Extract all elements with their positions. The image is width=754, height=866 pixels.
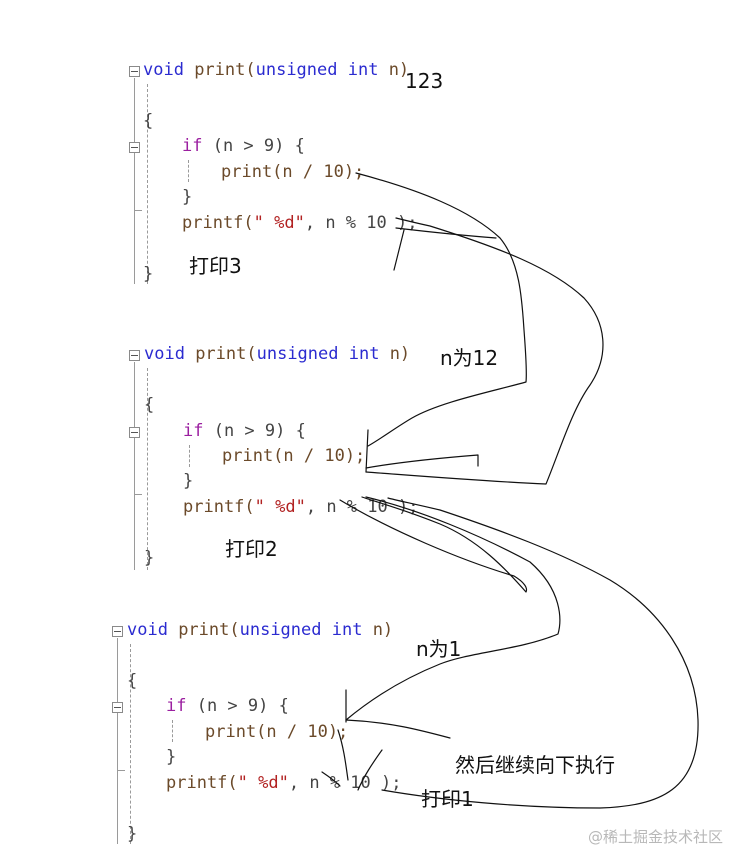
print-2-label: 打印2 — [225, 537, 278, 561]
if-condition: (n > 9) { — [186, 696, 289, 716]
printf-args: , n % 10 ); — [288, 773, 402, 793]
code-text: void print(unsigned int n) { if (n > 9) … — [143, 58, 417, 288]
fold-guide — [134, 78, 135, 284]
keyword-unsigned: unsigned — [256, 344, 339, 364]
fold-toggle-icon[interactable] — [129, 142, 140, 153]
function-name: print( — [184, 344, 257, 364]
brace-open: { — [127, 671, 138, 691]
result-label: 123 — [405, 69, 444, 93]
recursive-call: print(n / 10); — [222, 446, 366, 466]
fold-toggle-icon[interactable] — [112, 626, 123, 637]
keyword-int: int — [338, 344, 380, 364]
keyword-unsigned: unsigned — [255, 60, 338, 80]
indent-guide — [188, 160, 189, 182]
if-condition: (n > 9) { — [203, 421, 306, 441]
return-stroke — [365, 454, 479, 469]
fold-toggle-icon[interactable] — [129, 66, 140, 77]
parameter: n) — [378, 60, 410, 80]
indent-guide — [189, 445, 190, 467]
brace-close-inner: } — [183, 471, 194, 491]
tick-stroke — [321, 771, 341, 787]
brace-close: } — [144, 548, 155, 568]
format-string: " %d" — [254, 497, 306, 517]
fold-toggle-icon[interactable] — [129, 350, 140, 361]
if-condition: (n > 9) { — [202, 136, 305, 156]
keyword-if: if — [183, 421, 204, 441]
tick-stroke — [345, 719, 451, 739]
code-text: void print(unsigned int n) { if (n > 9) … — [127, 618, 401, 848]
keyword-int: int — [321, 620, 363, 640]
fold-guide — [134, 362, 135, 570]
printf-call: printf( — [182, 213, 254, 233]
continue-label: 然后继续向下执行 — [455, 753, 615, 777]
n-is-12-label: n为12 — [440, 346, 499, 370]
keyword-void: void — [127, 620, 168, 640]
format-string: " %d" — [237, 773, 289, 793]
watermark: @稀土掘金技术社区 — [588, 828, 724, 846]
tick-stroke — [393, 229, 405, 271]
recursive-call: print(n / 10); — [221, 162, 365, 182]
parameter: n) — [362, 620, 394, 640]
tick-stroke — [365, 429, 369, 473]
printf-args: , n % 10 ); — [304, 213, 418, 233]
indent-guide — [172, 720, 173, 742]
fold-guide — [134, 494, 142, 495]
print-3-label: 打印3 — [189, 254, 242, 278]
tick-stroke — [357, 749, 383, 791]
tick-stroke — [337, 729, 349, 781]
call-arrow-1-to-2 — [355, 172, 527, 447]
fold-guide — [117, 770, 125, 771]
print-1-label: 打印1 — [421, 787, 474, 811]
brace-open: { — [144, 395, 155, 415]
keyword-int: int — [337, 60, 379, 80]
parameter: n) — [379, 344, 411, 364]
indent-guide — [147, 368, 148, 570]
call-arrow-2-to-3 — [339, 496, 528, 593]
recursive-call: print(n / 10); — [205, 722, 349, 742]
n-is-1-label: n为1 — [416, 637, 462, 661]
printf-call: printf( — [166, 773, 238, 793]
call-arrow-2-to-3b — [345, 496, 561, 721]
brace-open: { — [143, 111, 154, 131]
tick-stroke — [395, 227, 497, 239]
fold-guide — [117, 638, 118, 844]
keyword-void: void — [143, 60, 184, 80]
brace-close-inner: } — [182, 187, 193, 207]
format-string: " %d" — [253, 213, 305, 233]
indent-guide — [130, 644, 131, 844]
function-name: print( — [183, 60, 256, 80]
brace-close: } — [143, 264, 154, 284]
brace-close-inner: } — [166, 747, 177, 767]
brace-close: } — [127, 824, 138, 844]
return-arrow-3-to-2 — [381, 497, 699, 809]
return-arrow-2-to-1 — [365, 217, 604, 485]
indent-guide — [147, 84, 148, 284]
fold-toggle-icon[interactable] — [112, 702, 123, 713]
keyword-if: if — [182, 136, 203, 156]
function-name: print( — [167, 620, 240, 640]
keyword-if: if — [166, 696, 187, 716]
printf-call: printf( — [183, 497, 255, 517]
keyword-void: void — [144, 344, 185, 364]
fold-toggle-icon[interactable] — [129, 427, 140, 438]
fold-guide — [134, 210, 142, 211]
keyword-unsigned: unsigned — [239, 620, 322, 640]
